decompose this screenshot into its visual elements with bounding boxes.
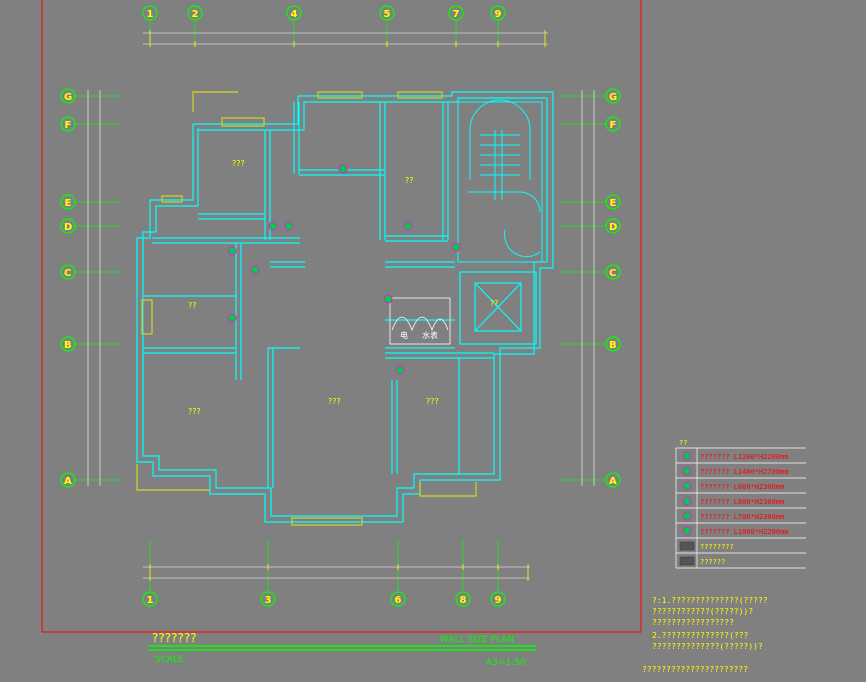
legend-item-1: ??????? L1200*H2200mm [700, 453, 789, 461]
svg-text:A: A [609, 476, 617, 487]
svg-text:E: E [610, 198, 617, 209]
grid-bubble-left-A: A [60, 472, 76, 488]
svg-text:3: 3 [265, 595, 272, 606]
note-line-5: ??????????????(?????))? [652, 642, 763, 651]
svg-text:6: 6 [395, 595, 402, 606]
legend-item-7: ???????? [700, 543, 734, 551]
svg-text:A: A [64, 476, 72, 487]
svg-text:2: 2 [192, 9, 199, 20]
grid-leaders [75, 20, 606, 592]
svg-text:9: 9 [495, 595, 502, 606]
room-label-room-north: ?? [405, 176, 414, 185]
legend-item-6: ??????? L1000*H2200mm [700, 528, 789, 536]
sheet-frame [41, 0, 642, 633]
legend-item-5: ??????? L700*H2300mm [700, 513, 784, 521]
grid-bubble-right-A: A [605, 472, 621, 488]
room-label-meter-a: 电 [400, 330, 408, 340]
grid-bubble-left-E: E [60, 194, 76, 210]
legend-item-4: ??????? L800*H2300mm [700, 498, 784, 506]
note-line-2: ????????????(?????))? [652, 607, 753, 616]
svg-text:C: C [64, 268, 71, 279]
dimension-lines [87, 32, 595, 579]
scale-value: A3=1:50 [486, 658, 526, 668]
svg-text:D: D [64, 222, 72, 233]
grid-bubble-left-D: D [60, 218, 76, 234]
grid-bubble-left-G: G [60, 88, 76, 104]
grid-bubble-right-G: G [605, 88, 621, 104]
svg-text:G: G [609, 92, 617, 103]
room-label-room-se: ??? [426, 397, 439, 406]
grid-bubble-left-C: C [60, 264, 76, 280]
dimension-ticks [149, 30, 546, 581]
grid-bubble-top-9: 9 [490, 5, 506, 21]
grid-bubble-top-2: 2 [187, 5, 203, 21]
note-line-1: ?:1.??????????????(????? [652, 596, 768, 605]
grid-bubble-bottom-8: 8 [455, 591, 471, 607]
svg-text:B: B [64, 340, 72, 351]
elevator-shaft [459, 271, 537, 345]
walls [136, 91, 554, 523]
meter-cabinets [389, 297, 451, 345]
grid-axis-top: 1 2 4 5 7 9 [142, 5, 506, 21]
svg-text:C: C [609, 268, 616, 279]
grid-bubble-top-7: 7 [448, 5, 464, 21]
grid-bubble-bottom-6: 6 [390, 591, 406, 607]
note-line-4: 2.??????????????(??? [652, 631, 749, 640]
grid-bubble-right-B: B [605, 336, 621, 352]
svg-text:1: 1 [147, 9, 154, 20]
svg-text:E: E [65, 198, 72, 209]
room-label-elevator: ?? [490, 299, 499, 308]
svg-text:B: B [609, 340, 617, 351]
room-label-bedroom-sw: ??? [188, 407, 201, 416]
grid-axis-right: G F E D C B A [605, 88, 621, 488]
room-label-room-west: ?? [188, 301, 197, 310]
grid-bubble-bottom-3: 3 [260, 591, 276, 607]
grid-bubble-top-5: 5 [379, 5, 395, 21]
svg-text:5: 5 [384, 9, 391, 20]
svg-text:9: 9 [495, 9, 502, 20]
grid-bubble-right-C: C [605, 264, 621, 280]
plan-label: WALL SIZE PLAN [440, 635, 514, 645]
grid-bubble-bottom-9: 9 [490, 591, 506, 607]
legend-item-2: ??????? L1400*H2700mm [700, 468, 789, 476]
scale-label: SCALE [155, 655, 184, 665]
room-label-living: ??? [328, 397, 341, 406]
svg-text:G: G [64, 92, 72, 103]
grid-bubble-right-F: F [605, 116, 621, 132]
room-label-bedroom-nw: ??? [232, 159, 245, 168]
grid-axis-left: G F E D C B A [60, 88, 76, 488]
grid-bubble-top-1: 1 [142, 5, 158, 21]
svg-text:4: 4 [291, 9, 298, 20]
legend-mark: ?? [679, 439, 687, 447]
windows [136, 91, 477, 526]
svg-text:1: 1 [147, 595, 154, 606]
grid-bubble-right-D: D [605, 218, 621, 234]
grid-axis-bottom: 1 3 6 8 9 [142, 591, 506, 607]
legend-table [675, 447, 806, 569]
grid-bubble-bottom-1: 1 [142, 591, 158, 607]
drawing-title: ??????? [152, 631, 197, 645]
svg-text:F: F [65, 120, 72, 131]
svg-text:7: 7 [453, 9, 460, 20]
svg-text:8: 8 [460, 595, 467, 606]
stair-core [457, 99, 543, 263]
legend-item-3: ??????? L800*H2300mm [700, 483, 784, 491]
legend-item-8: ?????? [700, 558, 725, 566]
door-markers [227, 164, 461, 375]
room-label-meter-b: 水表 [422, 330, 438, 340]
notes-footer: ?????????????????????? [642, 665, 748, 674]
grid-bubble-left-F: F [60, 116, 76, 132]
grid-bubble-left-B: B [60, 336, 76, 352]
grid-bubble-top-4: 4 [286, 5, 302, 21]
grid-bubble-right-E: E [605, 194, 621, 210]
note-line-3: ????????????????? [652, 618, 734, 627]
svg-text:D: D [609, 222, 617, 233]
svg-text:F: F [610, 120, 617, 131]
